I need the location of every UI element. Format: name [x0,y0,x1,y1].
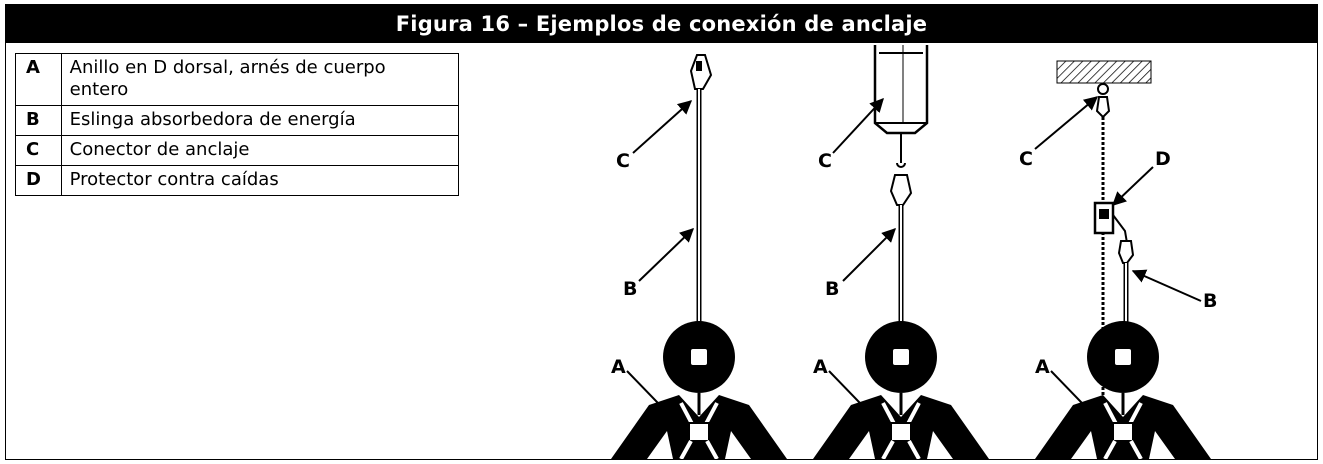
anchorage-illustrations: C B A [611,45,1217,459]
callout-c-3: C [1019,148,1033,170]
legend-key: B [15,105,62,136]
callout-b-1: B [623,278,637,300]
callout-d-3: D [1155,148,1171,170]
legend-text: Anillo en D dorsal, arnés de cuerpo ente… [60,53,460,106]
callout-a-2: A [813,356,828,378]
figure-frame: Figura 16 – Ejemplos de conexión de ancl… [5,4,1318,460]
callout-b-3: B [1203,290,1217,312]
callout-a-3: A [1035,356,1050,378]
callout-c-1: C [616,150,630,172]
legend-text: Conector de anclaje [60,135,460,166]
legend-key: D [15,165,62,196]
example-3-illustration: C D B A [1019,60,1217,459]
legend-row: A Anillo en D dorsal, arnés de cuerpo en… [15,53,460,106]
snap-hook-shape [889,174,913,206]
overhead-anchor-shape [1056,60,1152,84]
legend-row: C Conector de anclaje [15,135,460,166]
legend-text: Eslinga absorbedora de energía [60,105,460,136]
figure-title: Figura 16 – Ejemplos de conexión de ancl… [6,5,1317,43]
example-1-illustration: C B A [611,54,787,459]
example-2-illustration: C B A [813,45,989,459]
legend-table: A Anillo en D dorsal, arnés de cuerpo en… [15,53,460,196]
legend-text: Protector contra caídas [60,165,460,196]
legend-key: C [15,135,62,166]
anchor-connector-shape [689,54,713,90]
legend-key: A [15,53,62,106]
callout-b-2: B [825,278,839,300]
callout-c-2: C [818,150,832,172]
callout-a-1: A [611,356,626,378]
legend-row: D Protector contra caídas [15,165,460,196]
anchor-strap-shape [873,45,929,135]
legend-row: B Eslinga absorbedora de energía [15,105,460,136]
